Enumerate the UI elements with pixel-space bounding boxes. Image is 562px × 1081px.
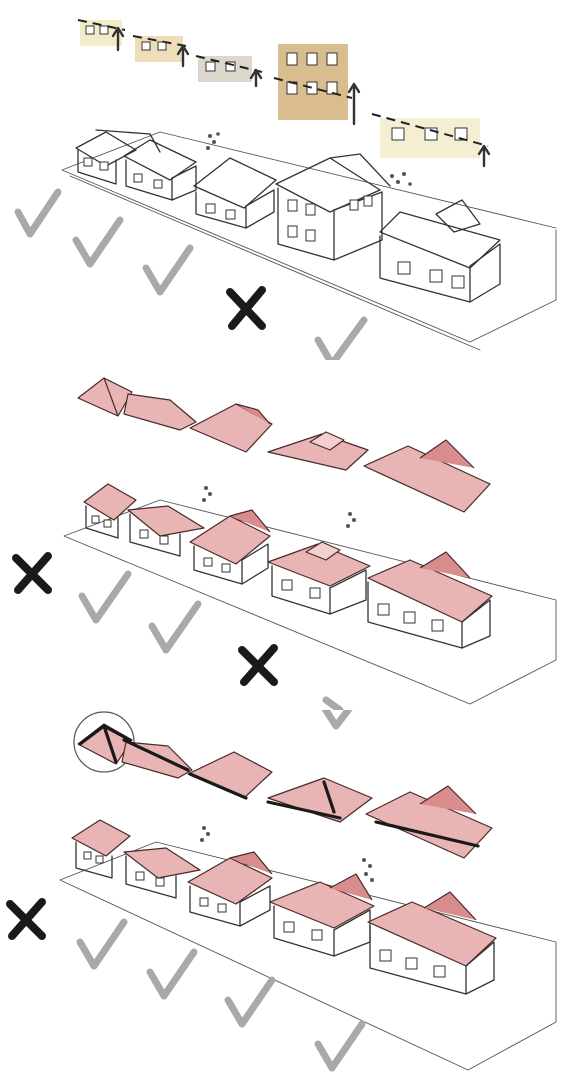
house-5 — [368, 552, 492, 648]
facade-elevation-strip — [78, 20, 489, 166]
check-mark-icon — [150, 952, 194, 996]
verdict-marks — [16, 556, 340, 710]
house-4-tall — [276, 154, 390, 260]
panel-facade-heights — [0, 0, 562, 360]
house-2 — [124, 140, 196, 200]
cross-mark-icon — [10, 902, 42, 936]
roof-exploded-row — [78, 378, 490, 512]
house-5 — [368, 892, 496, 994]
panel-facade-heights-drawing — [0, 0, 562, 360]
house-3 — [188, 852, 272, 926]
roof-4 — [268, 778, 372, 822]
house-1 — [84, 484, 136, 538]
street-ground-plane — [60, 842, 556, 1070]
cross-mark-icon — [16, 556, 48, 590]
roof-2 — [124, 394, 196, 430]
check-mark-icon — [326, 700, 340, 710]
check-mark-icon — [18, 192, 58, 234]
house-1 — [72, 820, 130, 878]
check-mark-icon — [146, 248, 190, 292]
check-mark-icon — [152, 604, 198, 650]
panel-roof-ridge-lines-drawing — [0, 710, 562, 1081]
house-2 — [124, 848, 200, 898]
cross-mark-icon — [230, 290, 262, 326]
check-mark-icon — [80, 922, 124, 966]
check-mark-icon — [76, 220, 120, 264]
panel-roof-ridge-lines — [0, 710, 562, 1081]
house-5 — [380, 200, 500, 302]
house-1 — [76, 130, 160, 184]
cross-mark-icon — [242, 648, 274, 682]
check-mark-icon — [228, 980, 272, 1024]
verdict-marks — [18, 192, 364, 360]
house-row — [84, 484, 492, 648]
house-4 — [270, 874, 374, 956]
house-3 — [190, 510, 270, 584]
house-row — [72, 820, 496, 994]
panel-roof-shapes-drawing — [0, 360, 562, 710]
house-4 — [268, 542, 370, 614]
check-mark-icon — [318, 320, 364, 360]
check-mark-icon — [322, 710, 368, 726]
roof-exploded-row — [74, 712, 492, 858]
check-mark-icon — [82, 574, 128, 620]
verdict-marks — [10, 902, 362, 1068]
house-3 — [194, 158, 276, 228]
roof-1 — [78, 378, 132, 416]
roof-2 — [122, 742, 192, 778]
panel-roof-shapes — [0, 360, 562, 710]
check-mark-icon — [318, 1024, 362, 1068]
house-2 — [128, 506, 204, 556]
